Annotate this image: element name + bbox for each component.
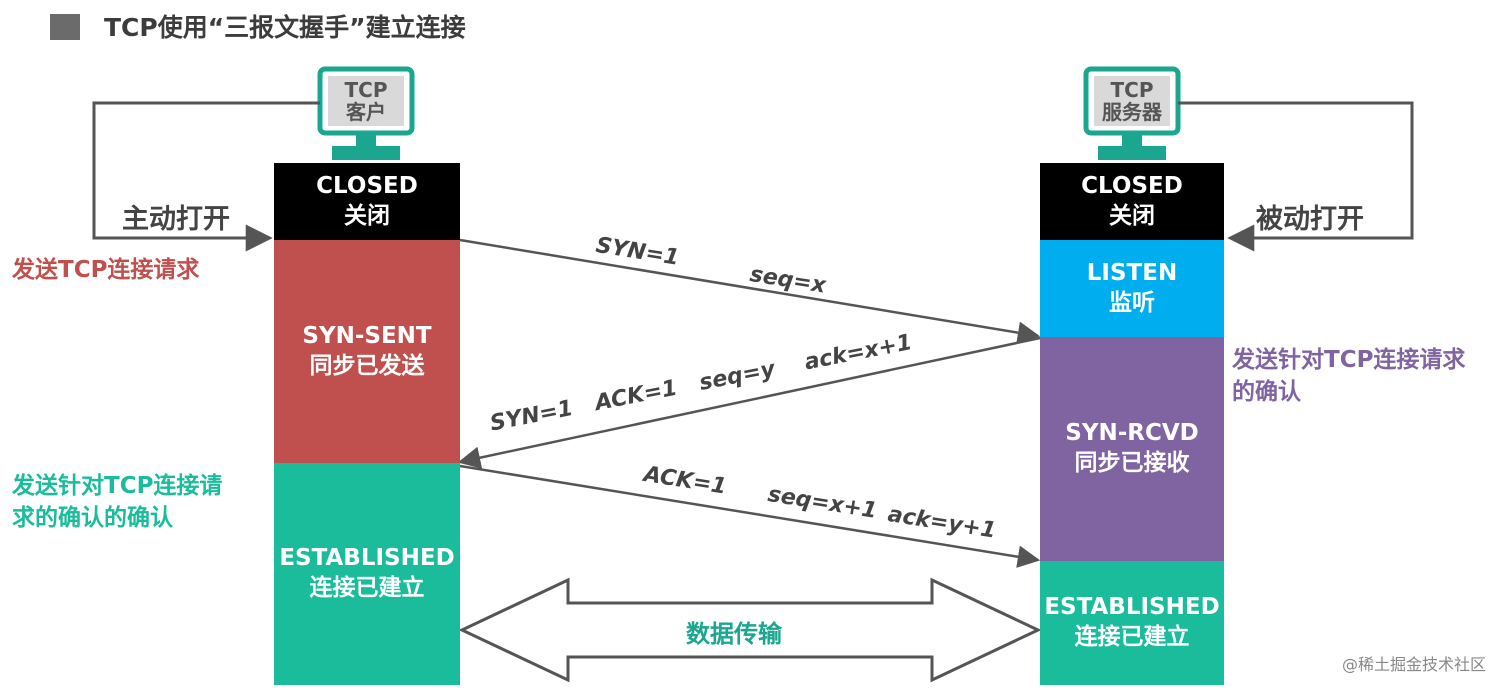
client-open-line <box>92 101 320 252</box>
client-annotation-ack-of-ack: 发送针对TCP连接请 求的确认的确认 <box>12 473 223 532</box>
server-state-syn-rcvd: SYN-RCVD 同步已接收 <box>1040 337 1224 561</box>
server-open-line <box>1178 101 1414 252</box>
server-state-established: ESTABLISHED 连接已建立 <box>1040 561 1224 685</box>
footer-watermark: @稀土掘金技术社区 <box>1341 655 1486 674</box>
server-passive-open-label: 被动打开 <box>1256 204 1364 235</box>
data-transfer-arrow <box>458 577 1042 683</box>
client-active-open-label: 主动打开 <box>122 204 230 235</box>
client-state-closed: CLOSED 关闭 <box>274 163 460 240</box>
title-bullet <box>50 14 80 40</box>
client-annotation-request: 发送TCP连接请求 <box>12 257 200 283</box>
server-annotation-ack: 发送针对TCP连接请求 的确认 <box>1232 347 1466 406</box>
server-state-listen: LISTEN 监听 <box>1040 240 1224 337</box>
server-monitor-label: TCP 服务器 <box>1102 78 1162 124</box>
server-monitor-icon <box>1083 66 1181 160</box>
client-monitor-label: TCP 客户 <box>344 78 388 124</box>
server-state-closed: CLOSED 关闭 <box>1040 163 1224 240</box>
client-state-syn-sent: SYN-SENT 同步已发送 <box>274 240 460 463</box>
client-monitor-icon <box>317 66 415 160</box>
page-title: TCP使用“三报文握手”建立连接 <box>104 13 466 42</box>
syn-arrow <box>459 238 1041 344</box>
client-state-established: ESTABLISHED 连接已建立 <box>274 463 460 685</box>
ack-arrow <box>459 464 1041 568</box>
syn-ack-arrow <box>457 336 1041 469</box>
data-transfer-label: 数据传输 <box>686 620 782 648</box>
